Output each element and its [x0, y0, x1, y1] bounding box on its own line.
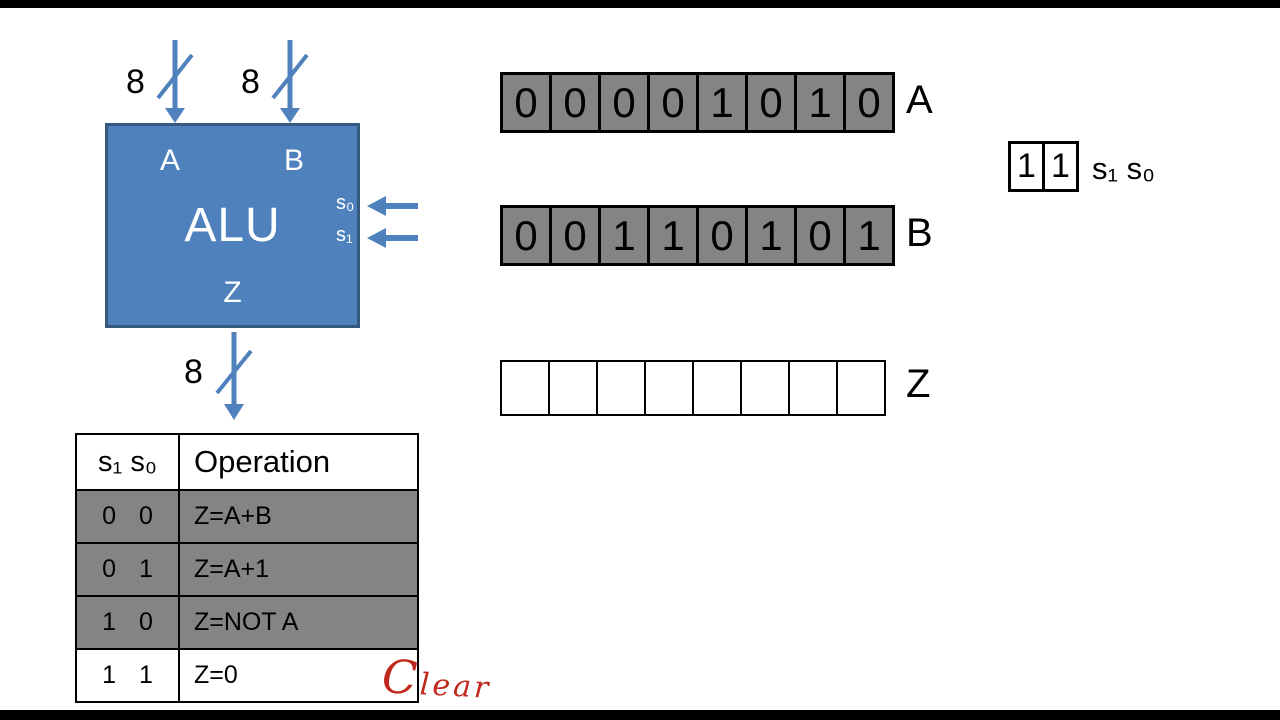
register-a-bit: 0	[549, 72, 601, 133]
register-z-bit	[740, 360, 790, 416]
register-b-bit: 0	[500, 205, 552, 266]
select-value: 0 1	[75, 542, 180, 597]
register-z	[500, 360, 886, 416]
register-b-bit: 1	[647, 205, 699, 266]
register-b-bit: 0	[794, 205, 846, 266]
handwritten-annotation: Clear	[380, 649, 493, 706]
alu-select1-label: s₁	[336, 224, 353, 246]
bus-b-arrowhead	[280, 108, 300, 123]
select-value: 1 1	[75, 648, 180, 703]
register-b-bit: 1	[598, 205, 650, 266]
select-register-bit: 1	[1008, 141, 1045, 192]
table-row: 1 0 Z=NOT A	[75, 595, 419, 650]
register-a-bit: 0	[745, 72, 797, 133]
register-b-bit: 0	[549, 205, 601, 266]
bus-z-slash	[215, 349, 253, 395]
register-z-label: Z	[906, 362, 931, 406]
alu-title: ALU	[184, 199, 281, 252]
select-register-label: s₁ s₀	[1092, 151, 1155, 186]
operation-value: Z=0	[178, 648, 419, 703]
bus-width-a-label: 8	[126, 63, 145, 101]
register-z-bit	[788, 360, 838, 416]
select-register-bit: 1	[1042, 141, 1079, 192]
alu-port-z-label: Z	[223, 276, 242, 309]
select1-arrowhead	[367, 228, 386, 248]
bus-z-arrowhead	[224, 404, 244, 420]
register-a-bit: 0	[843, 72, 895, 133]
operation-table: s₁ s₀ Operation 0 0 Z=A+B 0 1 Z=A+1 1 0 …	[75, 433, 419, 703]
operation-header: Operation	[178, 433, 419, 491]
register-b-bit: 1	[843, 205, 895, 266]
select-value: 1 0	[75, 595, 180, 650]
operation-table-header-row: s₁ s₀ Operation	[75, 433, 419, 491]
bus-a-arrowhead	[165, 108, 185, 123]
register-a-bit: 0	[598, 72, 650, 133]
alu-port-a-label: A	[160, 144, 181, 177]
letterbox-top	[0, 0, 1280, 8]
bus-width-b-label: 8	[241, 63, 260, 101]
operation-value: Z=NOT A	[178, 595, 419, 650]
register-z-bit	[692, 360, 742, 416]
table-row: 0 0 Z=A+B	[75, 489, 419, 544]
bus-a-slash	[156, 53, 194, 100]
register-b-bit: 0	[696, 205, 748, 266]
register-b: 0 0 1 1 0 1 0 1	[500, 205, 895, 266]
register-b-bit: 1	[745, 205, 797, 266]
table-row-active: 1 1 Z=0	[75, 648, 419, 703]
select-header: s₁ s₀	[75, 433, 180, 491]
register-z-bit	[500, 360, 550, 416]
select0-arrowhead	[367, 196, 386, 216]
register-z-bit	[548, 360, 598, 416]
register-a-bit: 0	[647, 72, 699, 133]
operation-value: Z=A+1	[178, 542, 419, 597]
alu-block: A B ALU s₀ s₁ Z	[105, 123, 360, 328]
register-z-bit	[644, 360, 694, 416]
select-register: 1 1	[1008, 141, 1079, 192]
register-a: 0 0 0 0 1 0 1 0	[500, 72, 895, 133]
operation-value: Z=A+B	[178, 489, 419, 544]
alu-select0-label: s₀	[336, 192, 355, 214]
register-a-bit: 1	[696, 72, 748, 133]
register-a-bit: 1	[794, 72, 846, 133]
select-value: 0 0	[75, 489, 180, 544]
bus-width-z-label: 8	[184, 353, 203, 391]
register-z-bit	[596, 360, 646, 416]
bus-b-slash	[271, 53, 309, 100]
table-row: 0 1 Z=A+1	[75, 542, 419, 597]
register-z-bit	[836, 360, 886, 416]
register-a-bit: 0	[500, 72, 552, 133]
alu-port-b-label: B	[284, 144, 305, 177]
register-a-label: A	[906, 78, 933, 122]
letterbox-bottom	[0, 710, 1280, 720]
register-b-label: B	[906, 211, 933, 255]
